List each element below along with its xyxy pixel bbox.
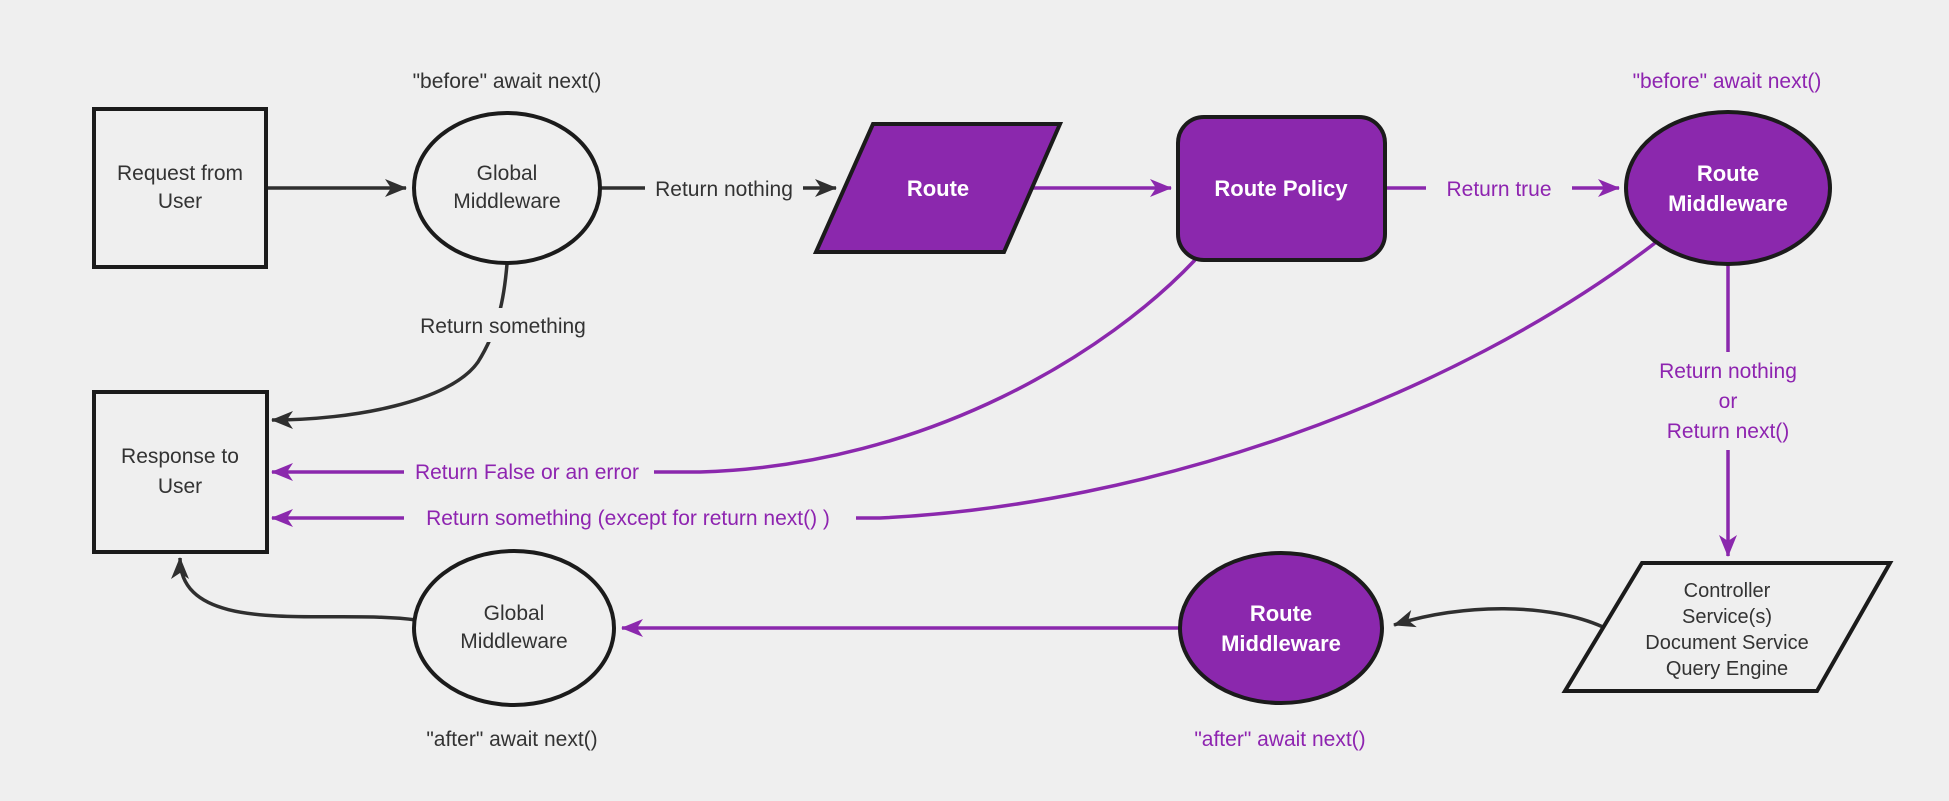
request-label-line1: Request from bbox=[117, 162, 243, 185]
nodes bbox=[92, 107, 1894, 707]
route-middleware-bottom-caption: "after" await next() bbox=[1194, 728, 1365, 751]
edge-route-policy-to-response bbox=[271, 258, 1197, 481]
services-label-line4: Query Engine bbox=[1666, 658, 1788, 680]
request-from-user-node bbox=[92, 107, 268, 269]
edge-services-to-route-middleware-bottom bbox=[1393, 607, 1604, 629]
edge-label-backgrounds bbox=[404, 171, 1828, 536]
return-true-edge-label: Return true bbox=[1446, 178, 1551, 201]
global-middleware-top-label-line1: Global bbox=[477, 162, 538, 185]
global-middleware-bottom-label-line1: Global bbox=[484, 602, 545, 625]
edge-route-middleware-to-response bbox=[271, 241, 1657, 527]
edge-labels: Return nothing Return true Return nothin… bbox=[415, 178, 1797, 530]
route-label: Route bbox=[907, 176, 969, 201]
return-nothing-or-next-label-bg bbox=[1628, 352, 1828, 450]
global-middleware-top-node bbox=[412, 111, 602, 265]
return-something-label-bg bbox=[405, 308, 603, 342]
route-middleware-bottom-label-line2: Middleware bbox=[1221, 631, 1341, 656]
edge-global-middleware-to-response bbox=[271, 263, 509, 429]
return-something-except-edge-label: Return something (except for return next… bbox=[426, 507, 830, 530]
global-middleware-bottom-caption: "after" await next() bbox=[426, 728, 597, 751]
return-something-except-label-bg bbox=[404, 502, 856, 536]
route-middleware-bottom-label-line1: Route bbox=[1250, 601, 1312, 626]
return-nothing-or-next-edge-label-line2: or bbox=[1719, 390, 1738, 413]
route-middleware-top-label-line2: Middleware bbox=[1668, 191, 1788, 216]
route-policy-label: Route Policy bbox=[1214, 176, 1348, 201]
edge-global-middleware-bottom-to-response bbox=[171, 557, 417, 622]
return-true-label-bg bbox=[1426, 171, 1572, 205]
return-something-edge-label: Return something bbox=[420, 315, 586, 338]
node-labels: Request from User Global Middleware "bef… bbox=[117, 70, 1821, 751]
response-label-line2: User bbox=[158, 475, 202, 498]
return-false-label-bg bbox=[404, 456, 654, 490]
route-middleware-top-caption: "before" await next() bbox=[1633, 70, 1822, 93]
route-middleware-bottom-node bbox=[1178, 551, 1384, 705]
services-label-line3: Document Service bbox=[1645, 632, 1808, 654]
return-nothing-or-next-edge-label-line3: Return next() bbox=[1667, 420, 1790, 443]
response-to-user-node bbox=[92, 390, 269, 554]
global-middleware-top-label-line2: Middleware bbox=[453, 190, 560, 213]
global-middleware-bottom-node bbox=[412, 549, 616, 707]
route-policy-node bbox=[1176, 115, 1387, 262]
services-label-line1: Controller bbox=[1684, 580, 1771, 602]
response-label-line1: Response to bbox=[121, 445, 239, 468]
route-node bbox=[812, 122, 1064, 254]
services-node bbox=[1561, 561, 1894, 693]
route-middleware-top-label-line1: Route bbox=[1697, 161, 1759, 186]
route-middleware-top-node bbox=[1624, 110, 1832, 266]
return-nothing-label-bg bbox=[645, 171, 803, 205]
services-label-line2: Service(s) bbox=[1682, 606, 1772, 628]
return-nothing-or-next-edge-label-line1: Return nothing bbox=[1659, 360, 1797, 383]
return-false-or-error-edge-label: Return False or an error bbox=[415, 461, 639, 484]
request-label-line2: User bbox=[158, 190, 202, 213]
global-middleware-top-caption: "before" await next() bbox=[413, 70, 602, 93]
global-middleware-bottom-label-line2: Middleware bbox=[460, 630, 567, 653]
return-nothing-edge-label: Return nothing bbox=[655, 178, 793, 201]
